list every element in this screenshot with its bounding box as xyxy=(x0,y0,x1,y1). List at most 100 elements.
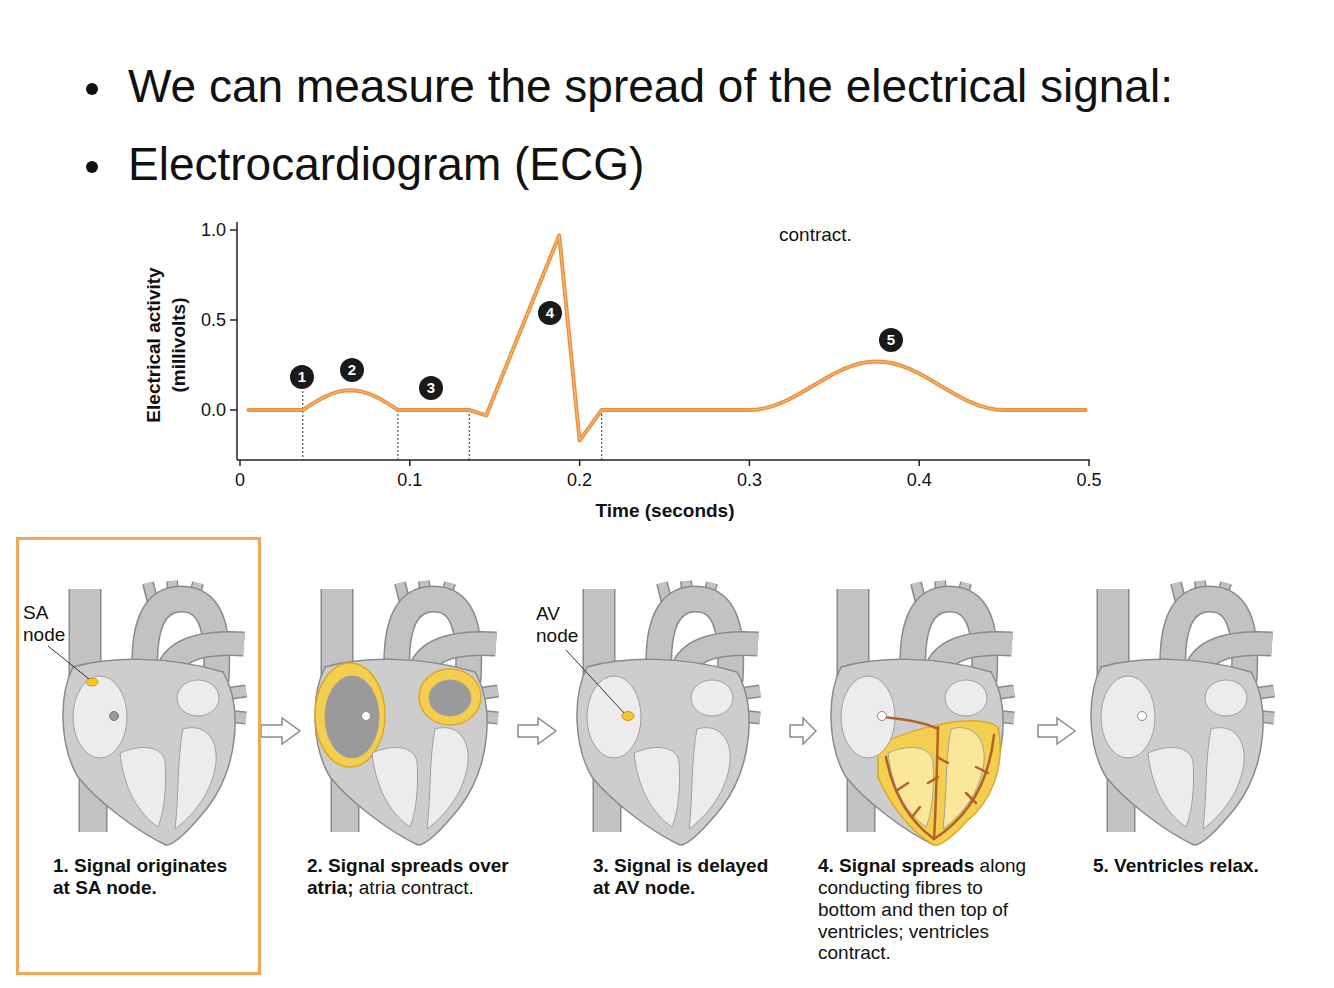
av-node-dot xyxy=(362,712,371,721)
heart-illustration xyxy=(1091,581,1274,845)
conducting-fibre xyxy=(928,777,938,783)
stage-caption: 2. Signal spreads over atria;atria contr… xyxy=(307,855,517,899)
right-atrium xyxy=(587,676,641,758)
callout-number: 5 xyxy=(879,328,903,352)
stage-panel: 5. Ventricles relax. xyxy=(1075,570,1315,975)
x-tick xyxy=(409,460,411,466)
left-atrium xyxy=(429,680,471,716)
part-label: AV node xyxy=(536,603,586,647)
flow-arrow xyxy=(790,718,816,744)
heart-body xyxy=(63,659,235,845)
x-tick xyxy=(1088,460,1090,466)
stage-caption: 4. Signal spreadsalong conducting fibres… xyxy=(818,855,1033,964)
stage-caption: 1. Signal originates at SA node. xyxy=(53,855,238,899)
av-node-dot xyxy=(1138,712,1147,721)
y-axis xyxy=(236,222,238,460)
heart-illustration xyxy=(577,581,760,845)
x-tick xyxy=(239,460,241,466)
heart-illustration xyxy=(315,581,498,845)
callout-number: 2 xyxy=(340,358,364,382)
left-ventricle xyxy=(175,728,216,829)
atrium-highlight xyxy=(419,669,481,725)
x-tick xyxy=(579,460,581,466)
guide-line xyxy=(397,410,398,460)
part-label: SA node xyxy=(23,602,73,646)
sa-node-dot xyxy=(86,678,98,686)
stage-caption: 5. Ventricles relax. xyxy=(1093,855,1308,877)
conducting-fibre xyxy=(934,735,994,839)
callout-number: 1 xyxy=(290,365,314,389)
axis-tick: 0.0 xyxy=(201,400,226,421)
right-atrium xyxy=(1101,676,1155,758)
ecg-trace-highlight xyxy=(248,235,1085,440)
av-node-dot xyxy=(878,712,887,721)
conducting-fibre xyxy=(896,783,908,791)
callout-number: 4 xyxy=(538,301,562,325)
axis-tick: 0.3 xyxy=(737,470,762,491)
caption-heading: 5. Ventricles relax. xyxy=(1093,855,1259,876)
heart-body xyxy=(577,659,749,845)
right-ventricle xyxy=(372,747,418,827)
stage-panel: SA node 1. Signal originates at SA node. xyxy=(16,537,261,975)
bullet-dot xyxy=(86,161,98,173)
stage-panel: 3. Signal is delayed at AV node. xyxy=(556,570,790,975)
bullet-text: We can measure the spread of the electri… xyxy=(128,60,1173,113)
axis-tick: 0 xyxy=(235,470,245,491)
caption-heading: 1. Signal originates at SA node. xyxy=(53,855,227,898)
flow-arrow xyxy=(518,718,556,744)
ventricle-highlight xyxy=(878,721,1000,845)
y-tick xyxy=(230,229,237,231)
bullet-dot xyxy=(86,83,98,95)
left-atrium xyxy=(177,680,219,716)
bullet-text: Electrocardiogram (ECG) xyxy=(128,138,644,191)
left-atrium xyxy=(945,680,987,716)
axis-tick: 0.1 xyxy=(397,470,422,491)
left-atrium xyxy=(1205,680,1247,716)
atrium-highlight xyxy=(315,663,385,767)
stage-caption: 3. Signal is delayed at AV node. xyxy=(593,855,783,899)
leader-line xyxy=(48,646,89,679)
right-ventricle xyxy=(1148,747,1194,827)
heart-illustration xyxy=(831,581,1014,845)
y-tick xyxy=(230,319,237,321)
conducting-fibre xyxy=(976,767,988,773)
stage-note: contract. xyxy=(779,224,852,246)
x-tick xyxy=(749,460,751,466)
heart-body xyxy=(315,659,487,845)
caption-heading: 4. Signal spreads xyxy=(818,855,974,876)
axis-tick: 0.5 xyxy=(1076,470,1101,491)
x-axis xyxy=(237,459,1090,461)
left-ventricle xyxy=(427,728,468,829)
right-atrium xyxy=(325,676,379,758)
axis-tick: 0.5 xyxy=(201,310,226,331)
ecg-trace xyxy=(248,235,1085,440)
axis-tick: 1.0 xyxy=(201,220,226,241)
right-ventricle xyxy=(634,747,680,827)
conducting-fibre xyxy=(882,717,938,729)
caption-body: atria contract. xyxy=(359,877,474,898)
left-ventricle xyxy=(689,728,730,829)
caption-heading: 3. Signal is delayed at AV node. xyxy=(593,855,768,898)
axis-tick: 0.2 xyxy=(567,470,592,491)
guide-line xyxy=(469,410,470,460)
heart-body xyxy=(1091,659,1263,845)
conducting-fibre xyxy=(966,793,976,803)
conducting-fibre xyxy=(934,727,938,839)
left-ventricle xyxy=(1203,728,1244,829)
left-atrium xyxy=(691,680,733,716)
flow-arrow xyxy=(261,718,300,744)
conducting-fibre xyxy=(886,757,934,839)
y-tick xyxy=(230,409,237,411)
axis-title: Time (seconds) xyxy=(595,500,734,522)
conducting-fibre xyxy=(912,807,920,817)
stage-panel: 2. Signal spreads over atria;atria contr… xyxy=(300,570,518,975)
conducting-fibre xyxy=(937,757,948,763)
guide-line xyxy=(601,410,602,460)
right-atrium xyxy=(73,676,127,758)
chart-axes xyxy=(230,222,1090,466)
av-node-dot xyxy=(110,712,119,721)
callout-number: 3 xyxy=(419,376,443,400)
heart-illustration xyxy=(63,581,246,845)
stage-panel: 4. Signal spreadsalong conducting fibres… xyxy=(816,570,1038,975)
